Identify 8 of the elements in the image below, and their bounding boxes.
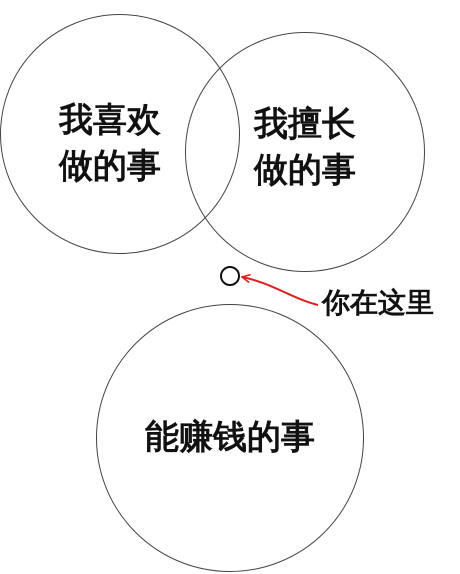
venn-circle bbox=[185, 32, 425, 272]
circle-label: 我喜欢做的事 bbox=[57, 99, 162, 188]
arrow bbox=[241, 274, 318, 306]
circle-label: 我擅长做的事 bbox=[252, 103, 357, 192]
marker-circle bbox=[220, 266, 240, 286]
pointer-label: 你在这里 bbox=[322, 284, 434, 322]
venn-circle bbox=[0, 14, 240, 254]
circle-label: 能赚钱的事 bbox=[144, 416, 316, 460]
